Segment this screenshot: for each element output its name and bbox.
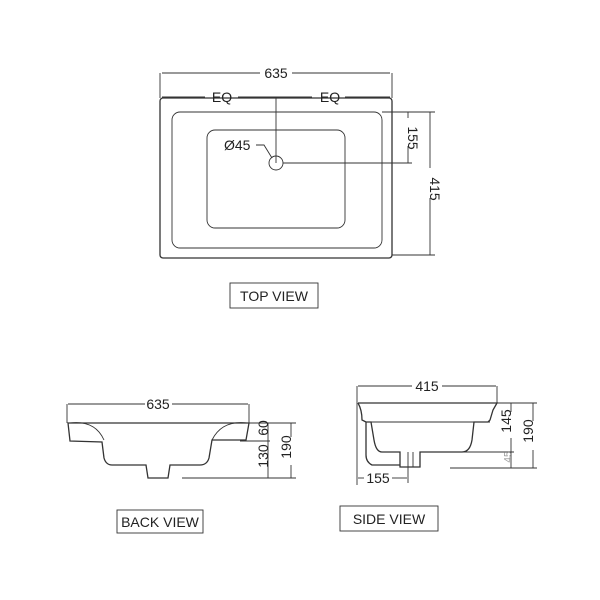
back-width-dim: 635 <box>146 396 170 412</box>
rim-curves <box>69 422 248 441</box>
eq-left-dim: EQ <box>212 89 232 105</box>
top-width-dim: 635 <box>264 65 288 81</box>
side-total-height-dim: 190 <box>520 419 536 443</box>
top-view: 635 EQ EQ Ø45 155 415 TOP VIEW <box>159 65 443 309</box>
side-outline <box>357 402 499 468</box>
back-total-height-dim: 190 <box>278 435 294 459</box>
top-view-label-box <box>229 282 319 309</box>
back-rim-height-dim: 60 <box>255 420 271 436</box>
side-bowl-height-dim: 145 <box>498 409 514 433</box>
side-drain-offset-dim: 155 <box>366 470 390 486</box>
back-view-label-box <box>116 509 204 534</box>
side-view-label-box <box>339 505 439 532</box>
drain-offset-dim: 155 <box>405 126 421 150</box>
top-depth-dim: 415 <box>427 177 443 201</box>
back-view: 635 60 130 190 BACK VIEW <box>66 396 296 534</box>
side-depth-dim: 415 <box>415 378 439 394</box>
top-view-label: TOP VIEW <box>240 288 309 304</box>
basin-rim <box>171 111 383 249</box>
back-view-label: BACK VIEW <box>121 514 200 530</box>
back-bowl-height-dim: 130 <box>255 444 271 468</box>
eq-right-dim: EQ <box>320 89 340 105</box>
drain-diameter-dim: Ø45 <box>224 137 251 153</box>
side-view-label: SIDE VIEW <box>353 511 426 527</box>
side-view: 415 155 145 45 190 SIDE VIEW <box>339 378 537 532</box>
side-drain-height-dim: 45 <box>503 451 514 463</box>
back-outline <box>67 422 250 479</box>
